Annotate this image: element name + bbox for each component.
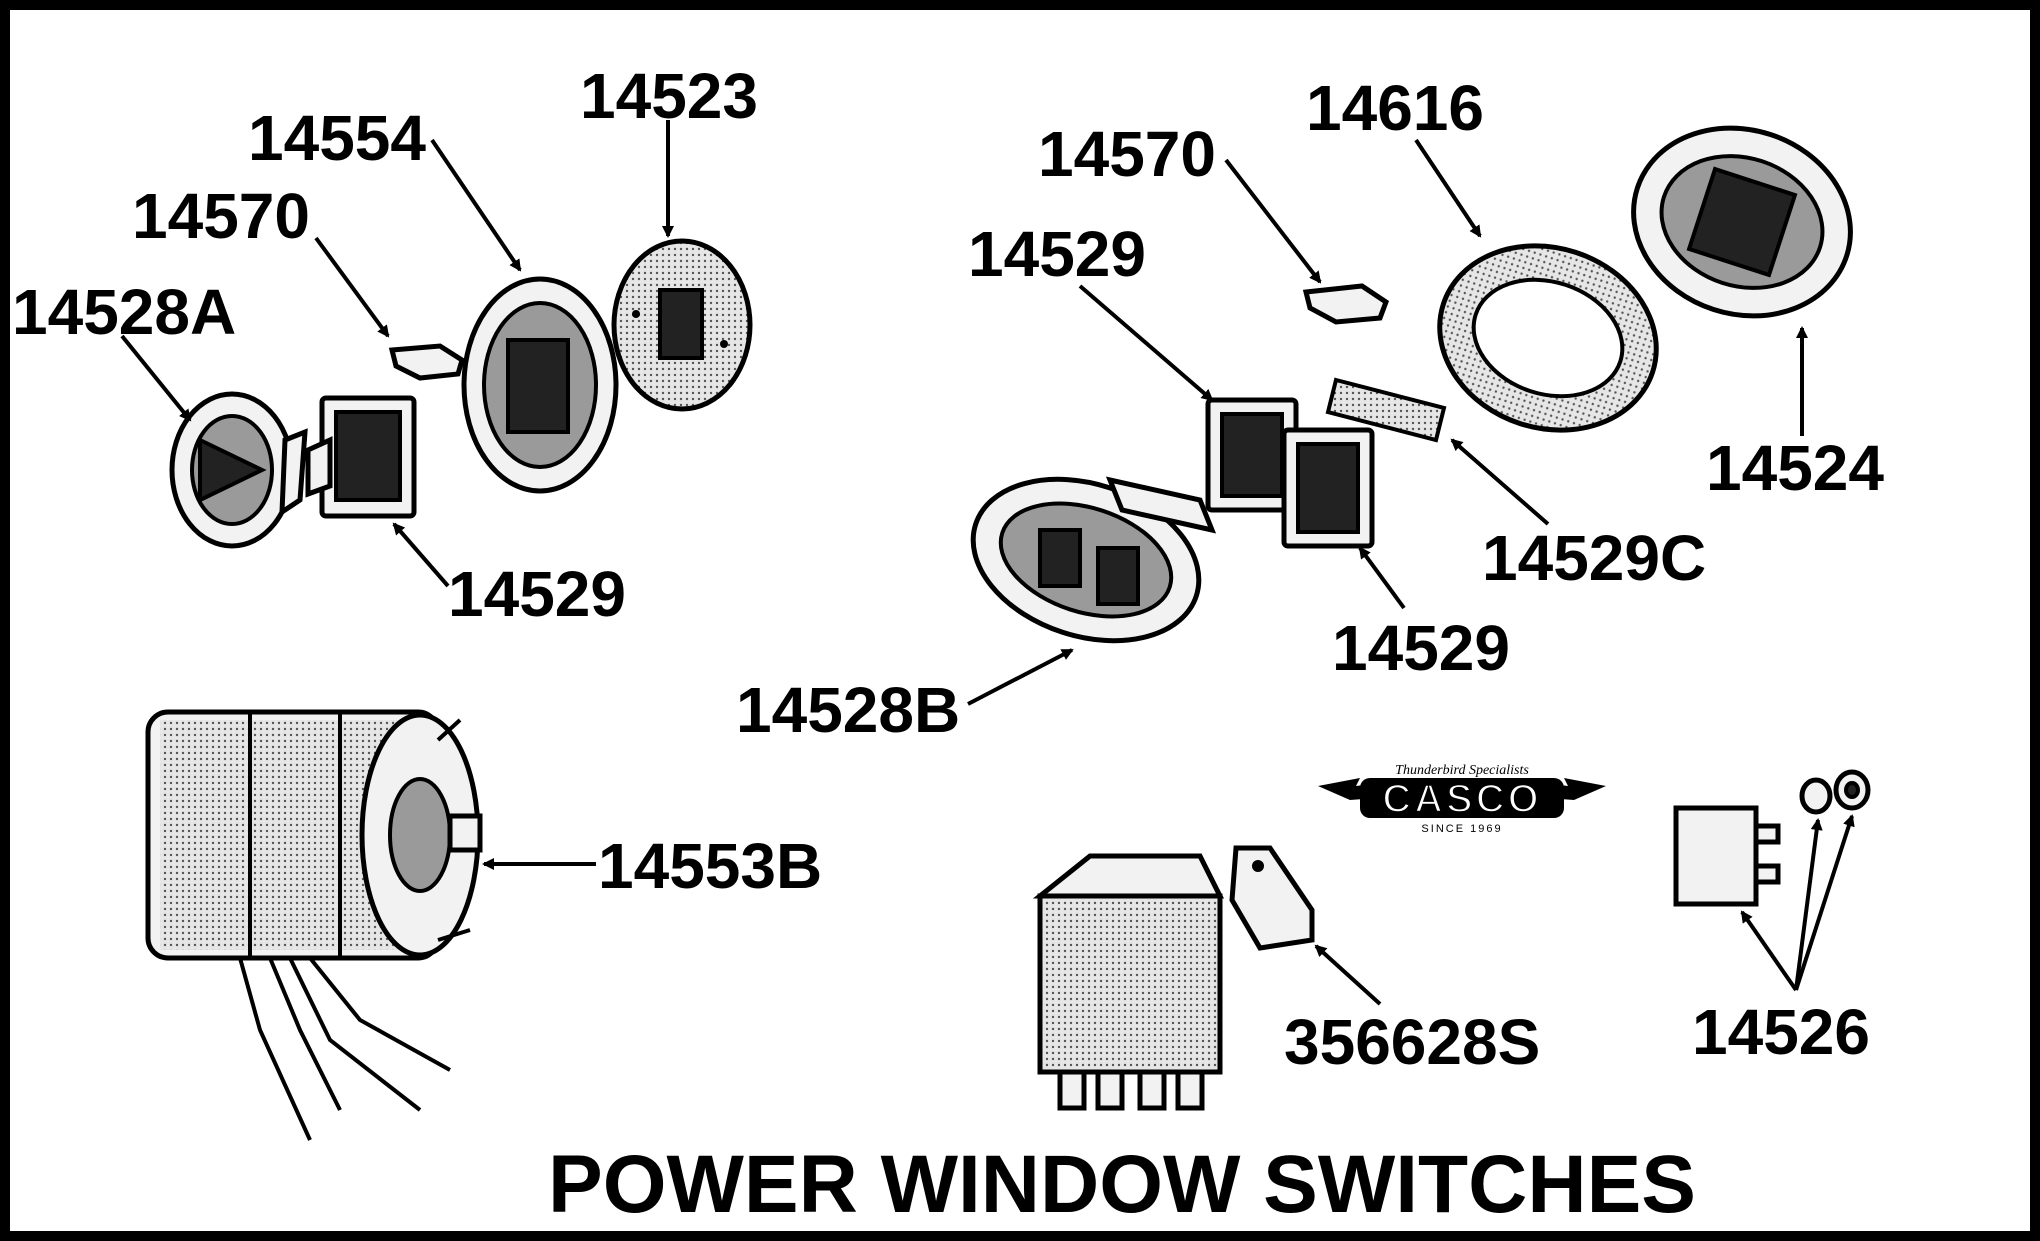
label-356628S: 356628S xyxy=(1284,1006,1540,1078)
part-relay xyxy=(1032,853,1225,1111)
label-14529-top: 14529 xyxy=(968,218,1146,290)
diagram-title: POWER WINDOW SWITCHES xyxy=(548,1139,1696,1230)
part-labels: 14523 14554 14570 14528A 14529 14570 146… xyxy=(12,60,1884,1078)
part-14570-clip-left xyxy=(388,343,465,381)
label-14524: 14524 xyxy=(1706,432,1884,504)
leader-lines xyxy=(120,120,1855,1006)
label-14529C: 14529C xyxy=(1482,522,1706,594)
part-14528B-housing xyxy=(970,476,1217,644)
logo-brand: CASCO xyxy=(1382,777,1541,821)
part-14570-clip-right xyxy=(1302,283,1390,325)
part-14529-rocker-pair xyxy=(1205,397,1375,549)
part-14523-plate xyxy=(611,238,753,412)
logo-tagline: Thunderbird Specialists xyxy=(1395,763,1529,778)
part-14554-bezel xyxy=(461,276,619,494)
label-14554: 14554 xyxy=(248,102,426,174)
part-14529-rocker-left xyxy=(305,395,417,519)
part-14529C-strip xyxy=(1325,377,1447,443)
label-14528A: 14528A xyxy=(12,276,236,348)
part-14553B-motor xyxy=(145,709,483,1141)
label-14526: 14526 xyxy=(1692,996,1870,1068)
part-14528A-housing xyxy=(169,391,308,549)
label-14523: 14523 xyxy=(580,60,758,132)
part-14526-breaker xyxy=(1673,769,1871,907)
logo-since: SINCE 1969 xyxy=(1421,823,1502,835)
label-14528B: 14528B xyxy=(736,674,960,746)
part-356628S-bracket xyxy=(1229,845,1315,951)
label-14570-left: 14570 xyxy=(132,180,310,252)
part-14524-bezel xyxy=(1631,125,1853,319)
label-14553B: 14553B xyxy=(598,830,822,902)
part-14616-gasket xyxy=(1437,243,1659,433)
label-14529-bottom: 14529 xyxy=(1332,612,1510,684)
casco-logo: Thunderbird Specialists CASCO SINCE 1969 xyxy=(1318,763,1606,835)
label-14616: 14616 xyxy=(1306,72,1484,144)
label-14529-left: 14529 xyxy=(448,558,626,630)
label-14570-right: 14570 xyxy=(1038,118,1216,190)
